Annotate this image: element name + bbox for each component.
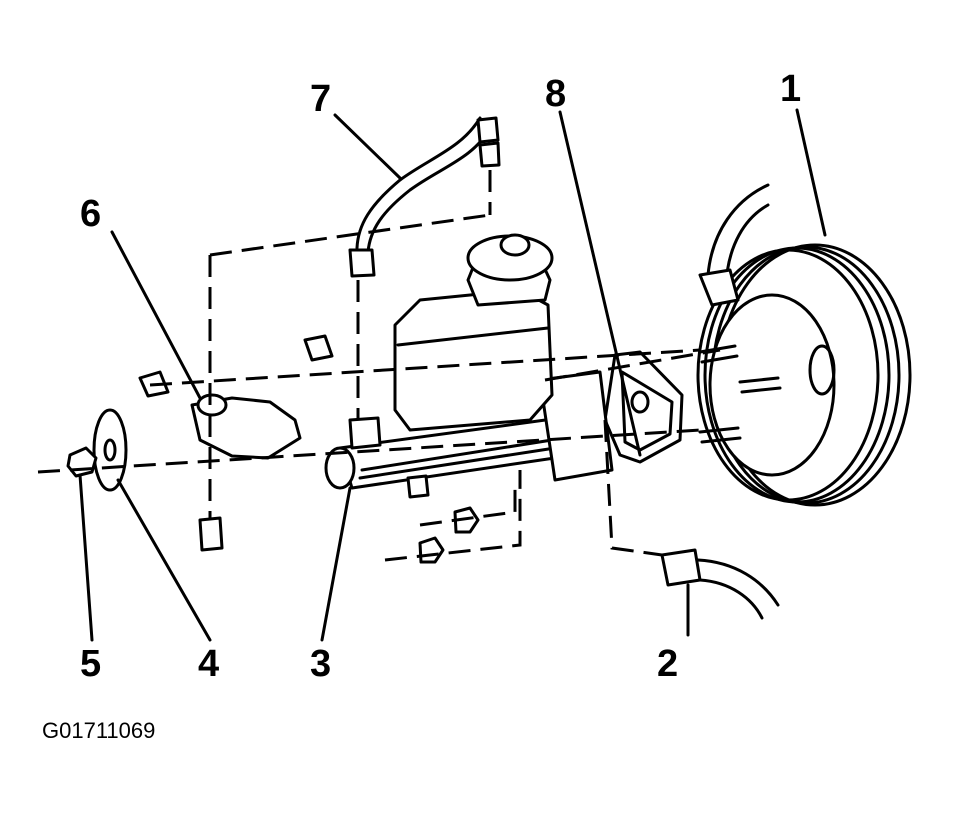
callout-5-nut: 5 [80, 643, 102, 685]
washer [92, 408, 128, 492]
callout-3-master-cylinder: 3 [310, 643, 332, 685]
brake-booster [696, 183, 912, 507]
callout-7-brake-pipe: 7 [310, 78, 332, 120]
callout-4-washer: 4 [198, 643, 220, 685]
callout-2-vacuum-hose: 2 [657, 643, 679, 685]
leader-lines [78, 108, 827, 642]
master-cylinder [324, 233, 614, 499]
vacuum-hose [660, 548, 780, 620]
figure-id: G01711069 [42, 718, 156, 743]
mounting-nut [418, 536, 445, 564]
callout-6-proportioning-valve: 6 [80, 193, 102, 235]
proportioning-valve [138, 334, 334, 552]
brake-pipe [348, 116, 501, 278]
callout-1-brake-booster: 1 [780, 68, 802, 110]
callout-8-gasket: 8 [545, 73, 567, 115]
nut [66, 446, 98, 478]
assembly-lines [37, 170, 721, 562]
